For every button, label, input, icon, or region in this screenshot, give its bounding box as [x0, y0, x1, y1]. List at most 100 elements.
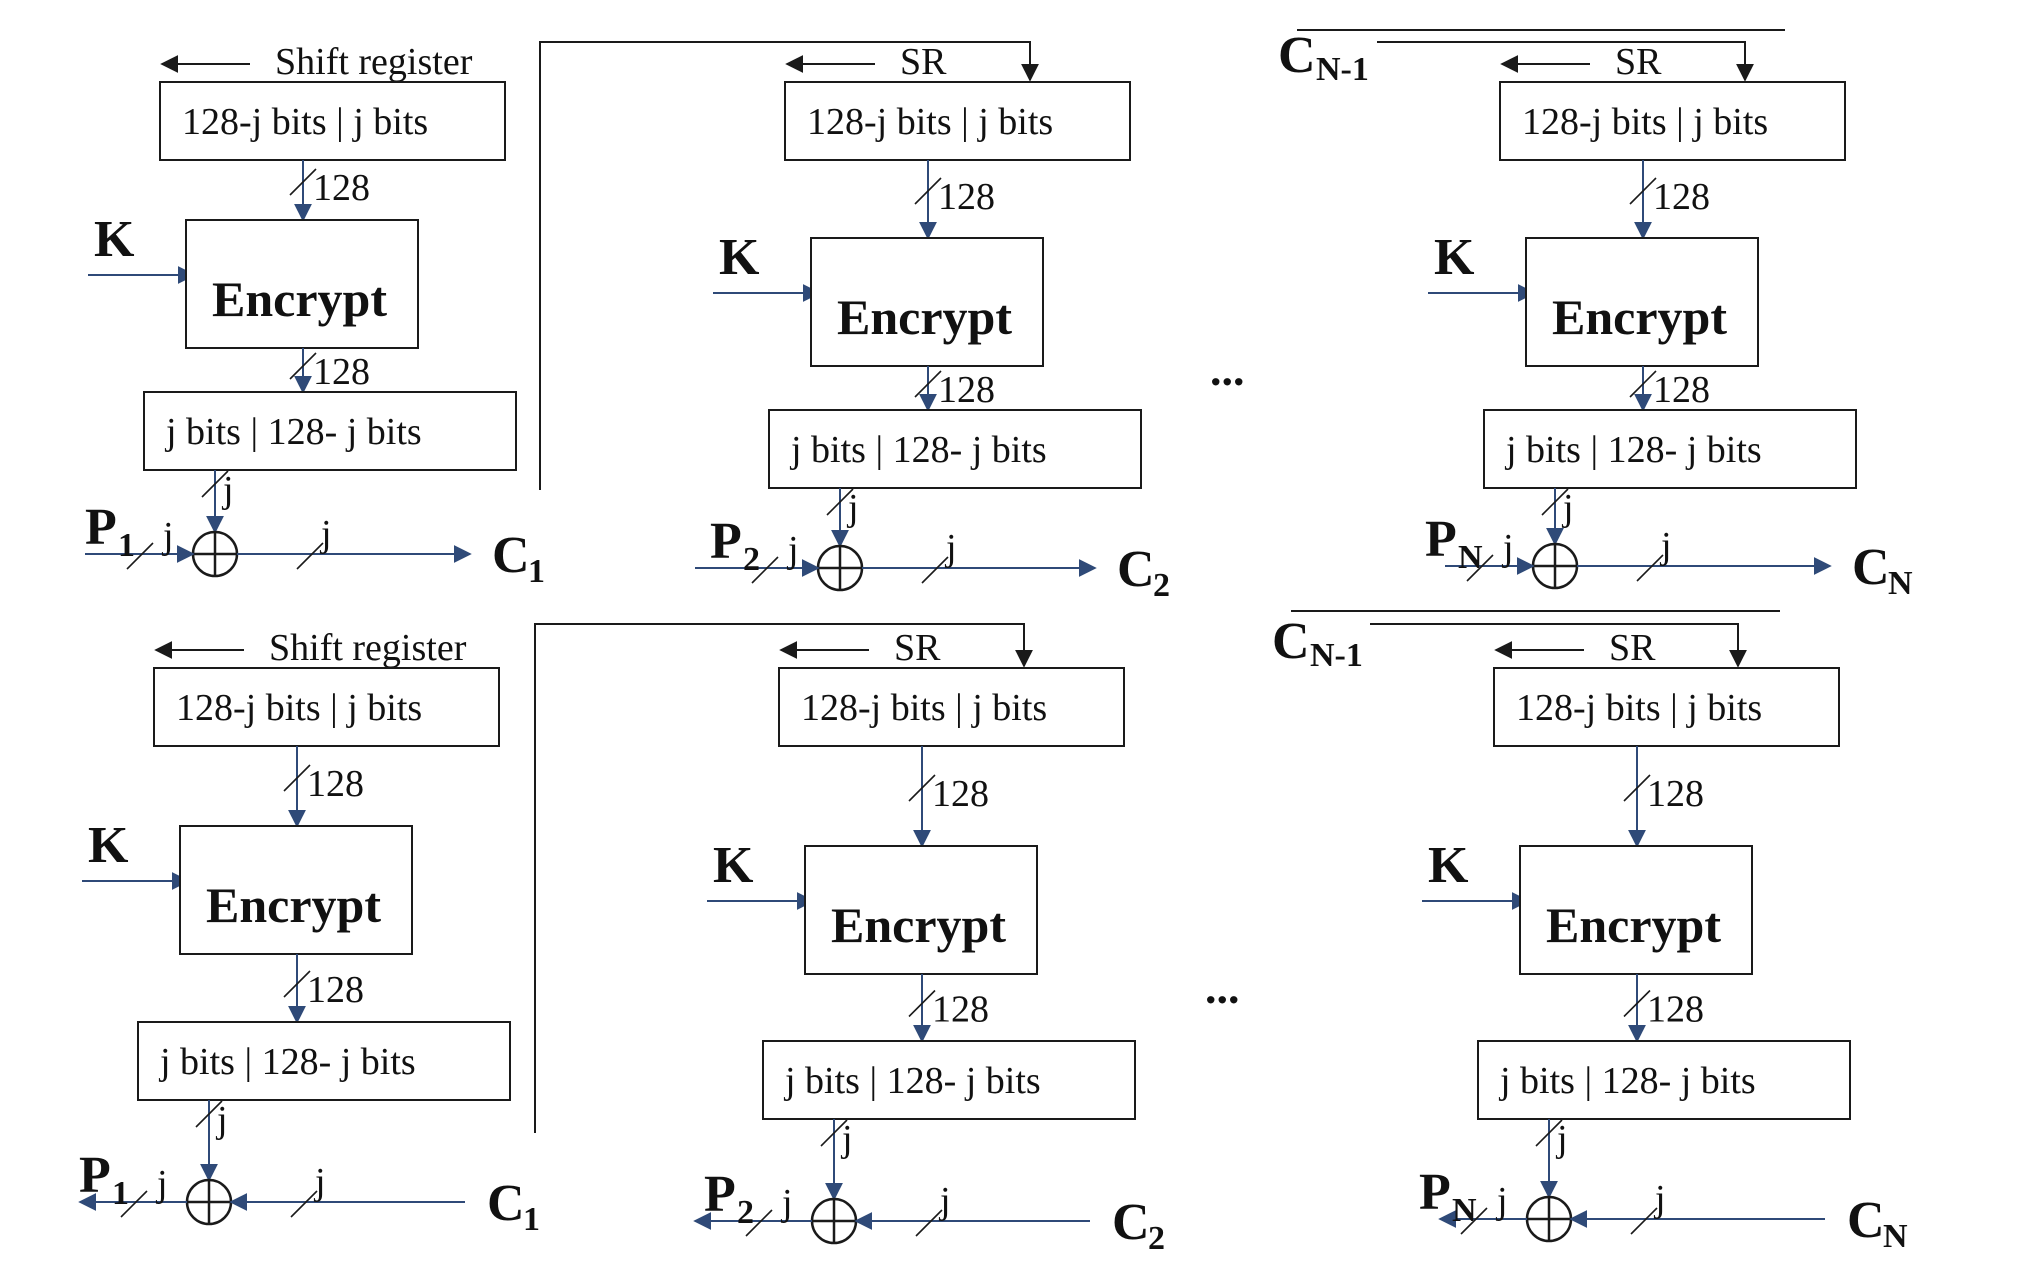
stage-2-1: Shift register 128-j bits | j bits 128 K Enc… — [78, 627, 540, 1238]
width-slash — [914, 370, 942, 398]
width-slash — [908, 774, 936, 802]
ciphertext-label: C — [1117, 541, 1155, 598]
width-j-label: j — [840, 1118, 853, 1160]
width-slash — [195, 1100, 223, 1128]
shift-register-contents: 128-j bits | j bits — [176, 687, 422, 729]
ciphertext-label: C — [487, 1175, 525, 1232]
width-slash — [826, 488, 854, 516]
shift-register-label: SR — [1609, 627, 1656, 669]
width-j-label: j — [786, 529, 799, 571]
shift-register-box — [784, 81, 1131, 161]
plaintext-subscript: N — [1458, 539, 1483, 576]
width-j-label: j — [780, 1182, 793, 1224]
width-slash — [283, 970, 311, 998]
output-register-contents: j bits | 128- j bits — [158, 1041, 416, 1083]
ellipsis-row-1: ... — [1210, 344, 1245, 395]
width-j-label: j — [1653, 1178, 1666, 1220]
width-j-label: j — [1555, 1118, 1568, 1160]
width-slash — [1629, 370, 1657, 398]
output-register-contents: j bits | 128- j bits — [164, 411, 422, 453]
shift-register-label: Shift register — [275, 41, 473, 83]
encrypt-box — [185, 219, 419, 349]
output-register-box — [768, 409, 1142, 489]
output-register-contents: j bits | 128- j bits — [789, 429, 1047, 471]
shift-register-label: SR — [900, 41, 947, 83]
ciphertext-label: C — [1847, 1192, 1885, 1249]
feedback-line-cn1-dec — [1370, 623, 1747, 668]
key-label: K — [88, 817, 129, 874]
key-label: K — [1434, 229, 1475, 286]
shift-register-contents: 128-j bits | j bits — [807, 101, 1053, 143]
feedback-subscript: N-1 — [1310, 637, 1363, 674]
ciphertext-label: C — [1112, 1194, 1150, 1251]
ellipsis-row-2: ... — [1205, 962, 1240, 1013]
width-128-label: 128 — [1653, 176, 1710, 218]
output-register-box — [1483, 409, 1857, 489]
encrypt-label: Encrypt — [206, 877, 381, 933]
ciphertext-subscript: 1 — [523, 1201, 540, 1238]
plaintext-label: P — [710, 513, 742, 570]
plaintext-subscript: 2 — [737, 1194, 754, 1231]
width-slash — [1460, 1207, 1488, 1235]
output-register-contents: j bits | 128- j bits — [1498, 1060, 1756, 1102]
feedback-lines — [534, 29, 1785, 1133]
plaintext-label: P — [704, 1166, 736, 1223]
width-slash — [1541, 488, 1569, 516]
feedback-line-c1-dec — [534, 623, 1033, 1133]
width-slash — [921, 556, 949, 584]
shift-register-label: SR — [1615, 41, 1662, 83]
width-slash — [290, 1190, 318, 1218]
key-label: K — [1428, 837, 1469, 894]
encrypt-box — [1519, 845, 1753, 975]
feedback-line-c1 — [539, 41, 1039, 490]
width-j-label: j — [155, 1163, 168, 1205]
width-slash — [1636, 554, 1664, 582]
width-slash — [120, 1190, 148, 1218]
width-128-label: 128 — [932, 773, 989, 815]
key-label: K — [719, 229, 760, 286]
width-j-label: j — [215, 1099, 228, 1141]
width-j-label: j — [161, 515, 174, 557]
encrypt-label: Encrypt — [212, 271, 387, 327]
width-slash — [1623, 774, 1651, 802]
width-slash — [1630, 1207, 1658, 1235]
ciphertext-subscript: N — [1888, 565, 1913, 602]
width-slash — [908, 989, 936, 1018]
feedback-label: C — [1272, 613, 1310, 670]
encrypt-label: Encrypt — [837, 289, 1012, 345]
width-128-label: 128 — [1647, 773, 1704, 815]
width-slash — [820, 1119, 848, 1147]
width-128-label: 128 — [313, 167, 370, 209]
shift-register-label: SR — [894, 627, 941, 669]
width-j-label: j — [1561, 487, 1574, 529]
ciphertext-label: C — [492, 527, 530, 584]
width-128-label: 128 — [938, 369, 995, 411]
feedback-subscript: N-1 — [1316, 51, 1369, 88]
width-128-label: 128 — [307, 969, 364, 1011]
shift-register-contents: 128-j bits | j bits — [182, 101, 428, 143]
ciphertext-subscript: N — [1883, 1218, 1908, 1255]
width-slash — [915, 1209, 943, 1237]
width-j-label: j — [1501, 527, 1514, 569]
width-slash — [1466, 554, 1494, 582]
shift-register-box — [778, 667, 1125, 747]
output-register-box — [1477, 1040, 1851, 1120]
encrypt-box — [804, 845, 1038, 975]
ciphertext-subscript: 2 — [1148, 1220, 1165, 1257]
output-register-box — [137, 1021, 511, 1101]
width-slash — [751, 556, 779, 584]
width-j-label: j — [1659, 525, 1672, 567]
feedback-label: C — [1278, 27, 1316, 84]
shift-register-label: Shift register — [269, 627, 467, 669]
width-128-label: 128 — [1647, 989, 1704, 1031]
width-slash — [201, 470, 229, 498]
ciphertext-subscript: 2 — [1153, 567, 1170, 604]
plaintext-subscript: N — [1452, 1192, 1477, 1229]
width-slash — [1623, 989, 1651, 1018]
width-128-label: 128 — [932, 989, 989, 1031]
encrypt-box — [179, 825, 413, 955]
plaintext-label: P — [85, 499, 117, 556]
